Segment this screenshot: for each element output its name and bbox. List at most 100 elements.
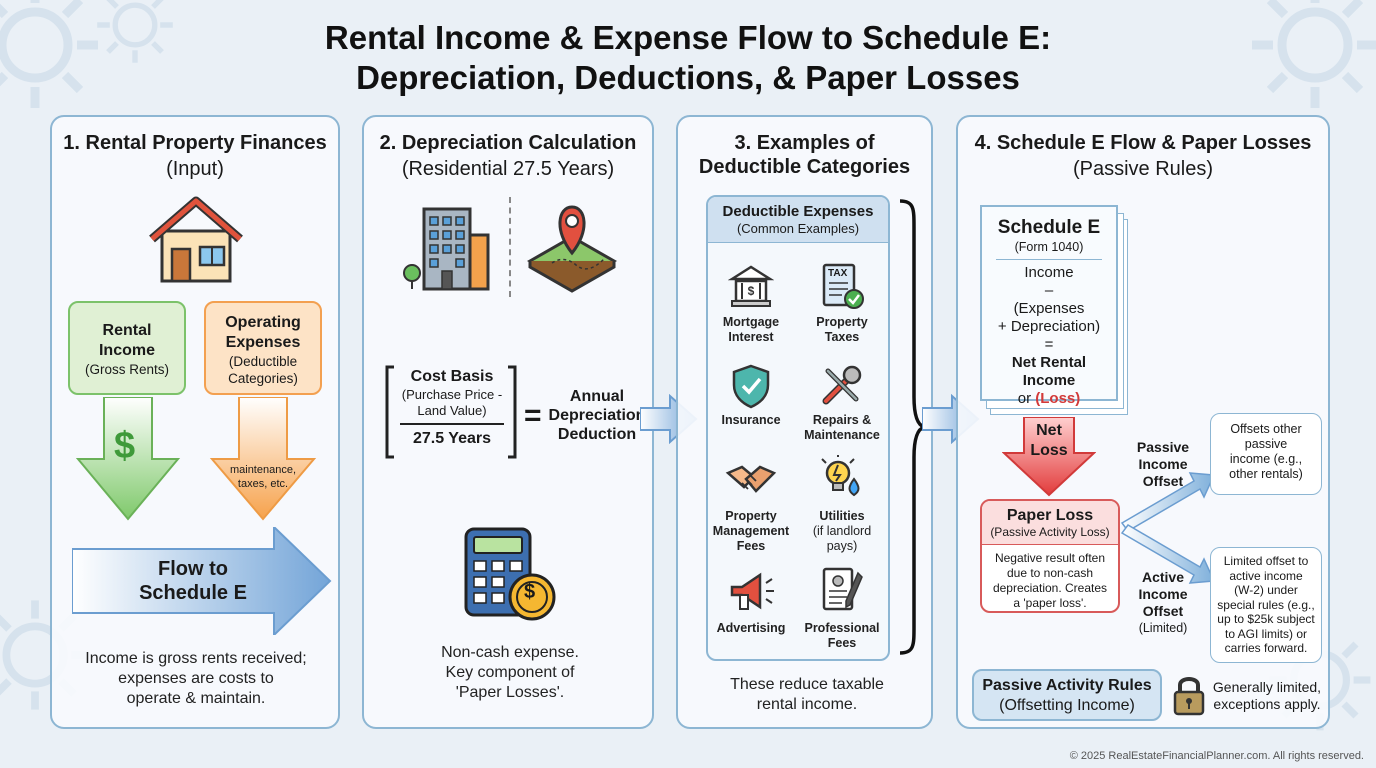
deductible-expenses-header: Deductible Expenses (Common Examples): [708, 197, 888, 243]
svg-text:$: $: [748, 284, 755, 298]
paper-loss-desc: Negative result often due to non-cash de…: [992, 551, 1108, 610]
cost-basis-formula: Cost Basis (Purchase Price - Land Value)…: [392, 367, 512, 449]
panel1-note: Income is gross rents received; expenses…: [85, 650, 307, 707]
rental-income-title-2: Income: [98, 342, 155, 359]
rental-income-sub: (Gross Rents): [84, 362, 169, 377]
panel-subheading: (Passive Rules): [1072, 158, 1214, 180]
divider: [509, 197, 511, 297]
annual-depreciation-label: Annual Depreciation Deduction: [548, 388, 646, 443]
dollar-icon: $: [114, 425, 136, 467]
paper-loss-title: Paper Loss: [1006, 507, 1094, 524]
schedule-e-form: (Form 1040): [1014, 240, 1084, 254]
cost-basis-label: Cost Basis: [410, 368, 494, 385]
bank-icon: $: [728, 265, 774, 307]
tax-document-icon: [822, 263, 864, 309]
item-repairs-maintenance: Repairs &Maintenance: [804, 413, 880, 442]
panel-deductible-categories: 3. Examples of Deductible Categories Ded…: [676, 115, 933, 729]
bracket-right: [508, 365, 517, 459]
panel2-note: Non-cash expense. Key component of 'Pape…: [441, 644, 579, 701]
handshake-icon: [725, 465, 777, 493]
paper-loss-sub: (Passive Activity Loss): [990, 525, 1110, 539]
operating-expenses-title-2: Expenses: [225, 334, 301, 351]
rental-income-box: Rental Income (Gross Rents): [68, 301, 186, 395]
active-offset-box: Limited offset to active income (W-2) un…: [1210, 547, 1322, 663]
cost-basis-sub-2: Land Value): [417, 403, 487, 418]
expenses-down-arrow: [209, 397, 317, 521]
net-loss-arrow: [1002, 417, 1096, 497]
flow-to-schedule-e-arrow: [72, 527, 332, 635]
calculator-dollar: $: [524, 581, 536, 603]
page-title: Rental Income & Expense Flow to Schedule…: [0, 18, 1376, 98]
tools-icon: [822, 365, 862, 405]
net-loss-label: Net Loss: [1030, 422, 1068, 459]
rules-title: Passive Activity Rules: [982, 677, 1152, 694]
income-down-arrow: [75, 397, 181, 521]
schedule-e-line: Net Rental: [1011, 354, 1087, 371]
item-advertising: Advertising: [716, 621, 786, 635]
active-income-offset-label: Active Income Offset (Limited): [1138, 569, 1188, 635]
schedule-e-line: (Expenses: [1013, 300, 1085, 317]
schedule-e-line: Income: [1022, 372, 1076, 389]
schedule-e-line: =: [1044, 336, 1054, 353]
footer-copyright: © 2025 RealEstateFinancialPlanner.com. A…: [1069, 750, 1364, 762]
bracket-left: [385, 365, 394, 459]
shield-icon: [732, 364, 770, 409]
operating-expenses-title-1: Operating: [225, 314, 301, 331]
title-line-2: Depreciation, Deductions, & Paper Losses: [356, 59, 1020, 96]
paper-loss-header: Paper Loss (Passive Activity Loss): [982, 501, 1118, 545]
years-label: 27.5 Years: [412, 430, 491, 447]
schedule-e-line: –: [1044, 282, 1054, 299]
panel-heading: 2. Depreciation Calculation: [379, 132, 637, 154]
operating-expenses-box: Operating Expenses (Deductible Categorie…: [204, 301, 322, 395]
operating-expenses-sub-2: Categories): [228, 371, 298, 386]
panel-depreciation: 2. Depreciation Calculation (Residential…: [362, 115, 654, 729]
utilities-icon: [821, 455, 860, 497]
expense-arrow-label: maintenance, taxes, etc.: [229, 464, 297, 490]
passive-activity-rules-box: Passive Activity Rules (Offsetting Incom…: [972, 669, 1162, 721]
panel3-note: These reduce taxable rental income.: [730, 676, 884, 713]
panel-rental-finances: 1. Rental Property Finances (Input) Rent…: [50, 115, 340, 729]
house-icon: [149, 196, 243, 283]
passive-offset-box: Offsets other passive income (e.g., othe…: [1210, 413, 1322, 495]
building-icon: [403, 207, 490, 291]
panel-heading: 1. Rental Property Finances: [63, 132, 327, 154]
calculator-icon: [464, 527, 556, 621]
land-location-icon: [526, 205, 618, 293]
panel-subheading: (Residential 27.5 Years): [401, 158, 615, 180]
branch-arrows: [1120, 472, 1216, 584]
title-line-1: Rental Income & Expense Flow to Schedule…: [324, 19, 1052, 56]
flow-to-schedule-e-label: Flow to Schedule E: [139, 558, 247, 604]
equals-sign: =: [524, 399, 542, 432]
operating-expenses-sub-1: (Deductible: [228, 354, 298, 369]
rental-income-title-1: Rental: [102, 322, 152, 339]
schedule-e-line: or (Loss): [1017, 390, 1081, 407]
panel-subheading: (Input): [166, 158, 224, 180]
panel-schedule-e: 4. Schedule E Flow & Paper Losses (Passi…: [956, 115, 1330, 729]
panel-heading-2: Deductible Categories: [698, 156, 911, 178]
deductible-expenses-sub: (Common Examples): [736, 221, 860, 236]
schedule-e-document: Schedule E (Form 1040) Income – (Expense…: [980, 205, 1118, 407]
passive-income-offset-label: Passive Income Offset: [1136, 439, 1190, 489]
paper-loss-box: Paper Loss (Passive Activity Loss) Negat…: [980, 499, 1120, 613]
deductible-expenses-title: Deductible Expenses: [722, 203, 874, 220]
lock-icon: [1173, 677, 1205, 716]
panel-heading: 4. Schedule E Flow & Paper Losses: [974, 132, 1312, 154]
cost-basis-sub-1: (Purchase Price -: [401, 387, 503, 402]
schedule-e-line: Income: [1024, 264, 1074, 281]
rules-sub: (Offsetting Income): [999, 697, 1135, 714]
certificate-pen-icon: [822, 567, 863, 611]
megaphone-icon: [730, 572, 774, 610]
schedule-e-title: Schedule E: [997, 217, 1101, 238]
gear-icon: [1252, 0, 1376, 108]
panel-heading-1: 3. Examples of: [734, 132, 875, 154]
gear-icon: [0, 0, 98, 108]
schedule-e-line: + Depreciation): [997, 318, 1101, 335]
tax-document-label: TAX: [828, 268, 848, 279]
gear-icon: [97, 0, 173, 63]
item-insurance: Insurance: [721, 413, 781, 427]
